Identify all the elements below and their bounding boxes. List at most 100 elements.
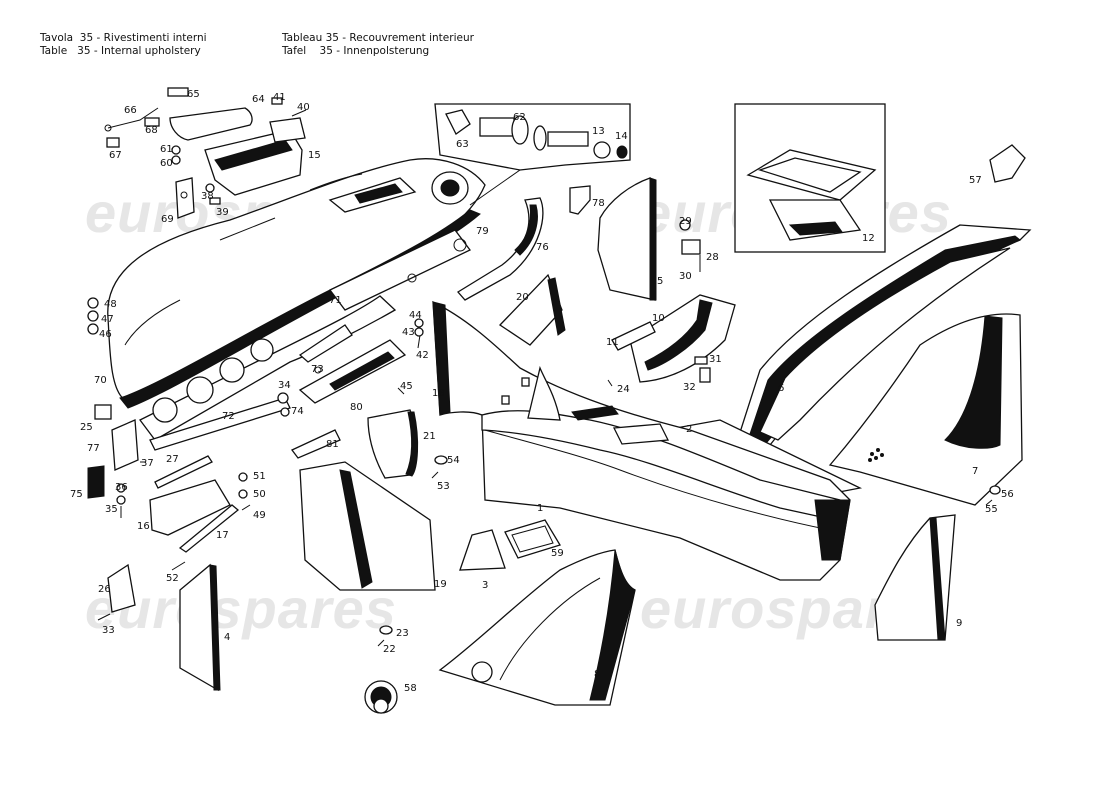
callout-label: 28 <box>706 252 719 263</box>
callout-label: 2 <box>686 424 692 435</box>
callout-label: 18 <box>432 388 445 399</box>
callout-label: 21 <box>423 431 436 442</box>
callout-label: 43 <box>402 327 415 338</box>
callout-label: 29 <box>679 216 692 227</box>
callout-label: 6 <box>778 383 784 394</box>
callout-label: 78 <box>592 198 605 209</box>
center-tunnel-console <box>432 300 851 581</box>
callout-label: 49 <box>253 510 266 521</box>
callout-label: 59 <box>551 548 564 559</box>
callout-label: 10 <box>652 313 665 324</box>
inset-lock-assembly <box>434 103 631 206</box>
callout-label: 67 <box>109 150 122 161</box>
trim-strips-upper <box>457 185 591 346</box>
callout-label: 8 <box>594 669 600 680</box>
callout-label: 63 <box>456 139 469 150</box>
callout-label: 68 <box>145 125 158 136</box>
callout-label: 71 <box>329 295 342 306</box>
callout-label: 52 <box>166 573 179 584</box>
callout-label: 4 <box>224 632 230 643</box>
glovebox-bin <box>204 117 306 196</box>
callout-label: 50 <box>253 489 266 500</box>
callout-label: 11 <box>606 337 619 348</box>
callout-label: 57 <box>969 175 982 186</box>
callout-label: 36 <box>115 482 128 493</box>
callout-label: 5 <box>657 276 663 287</box>
callout-label: 9 <box>956 618 962 629</box>
callout-label: 80 <box>350 402 363 413</box>
callout-label: 13 <box>592 126 605 137</box>
title-tafel-de: Tafel 35 - Innenpolsterung <box>282 45 430 57</box>
callout-labels: 1 2 3 4 5 6 7 8 9 10 11 12 13 14 15 16 1… <box>70 89 1014 694</box>
callout-label: 60 <box>160 158 173 169</box>
title-table-en: Table 35 - Internal upholstery <box>40 45 201 57</box>
callout-label: 30 <box>679 271 692 282</box>
callout-label: 73 <box>311 364 324 375</box>
title-tavola-it: Tavola 35 - Rivestimenti interni <box>40 32 207 44</box>
callout-label: 14 <box>615 131 628 142</box>
callout-label: 26 <box>98 584 111 595</box>
callout-label: 53 <box>437 481 450 492</box>
callout-label: 27 <box>166 454 179 465</box>
callout-label: 38 <box>201 191 214 202</box>
callout-label: 7 <box>972 466 978 477</box>
callout-label: 79 <box>476 226 489 237</box>
callout-label: 55 <box>985 504 998 515</box>
callout-label: 34 <box>278 380 291 391</box>
callout-label: 44 <box>409 310 422 321</box>
callout-label: 24 <box>617 384 630 395</box>
glovebox-lid <box>169 107 253 141</box>
callout-label: 19 <box>434 579 447 590</box>
callout-label: 35 <box>105 504 118 515</box>
callout-label: 47 <box>101 314 114 325</box>
callout-label: 23 <box>396 628 409 639</box>
callout-label: 32 <box>683 382 696 393</box>
callout-label: 17 <box>216 530 229 541</box>
callout-label: 37 <box>141 458 154 469</box>
callout-label: 33 <box>102 625 115 636</box>
callout-label: 54 <box>447 455 460 466</box>
callout-label: 58 <box>404 683 417 694</box>
lower-left-panels <box>179 409 561 692</box>
rear-corner-panel <box>874 514 956 641</box>
floor-panel <box>438 549 636 706</box>
callout-label: 39 <box>216 207 229 218</box>
callout-label: 15 <box>308 150 321 161</box>
callout-label: 62 <box>513 112 526 123</box>
callout-label: 40 <box>297 102 310 113</box>
dashboard-panel <box>107 158 486 441</box>
callout-label: 65 <box>187 89 200 100</box>
callout-label: 22 <box>383 644 396 655</box>
bracket-parts <box>607 219 736 387</box>
panel-5 <box>597 177 657 301</box>
callout-label: 81 <box>326 439 339 450</box>
callout-label: 56 <box>1001 489 1014 500</box>
callout-label: 48 <box>104 299 117 310</box>
small-hardware-left <box>87 87 307 621</box>
callout-label: 74 <box>291 406 304 417</box>
rear-parcel-shelf <box>734 224 1032 449</box>
callout-label: 76 <box>536 242 549 253</box>
fasteners-lower <box>364 318 1001 714</box>
callout-label: 72 <box>222 411 235 422</box>
callout-label: 69 <box>161 214 174 225</box>
corner-bracket <box>989 144 1026 183</box>
callout-label: 46 <box>99 329 112 340</box>
callout-label: 12 <box>862 233 875 244</box>
inset-console-tray <box>734 103 886 253</box>
callout-label: 42 <box>416 350 429 361</box>
callout-label: 45 <box>400 381 413 392</box>
callout-label: 31 <box>709 354 722 365</box>
callout-label: 20 <box>516 292 529 303</box>
callout-label: 3 <box>482 580 488 591</box>
callout-label: 41 <box>273 92 286 103</box>
callout-label: 51 <box>253 471 266 482</box>
right-side-panel <box>828 313 1023 506</box>
callout-label: 16 <box>137 521 150 532</box>
callout-label: 1 <box>537 503 543 514</box>
callout-label: 25 <box>80 422 93 433</box>
callout-label: 70 <box>94 375 107 386</box>
callout-label: 75 <box>70 489 83 500</box>
